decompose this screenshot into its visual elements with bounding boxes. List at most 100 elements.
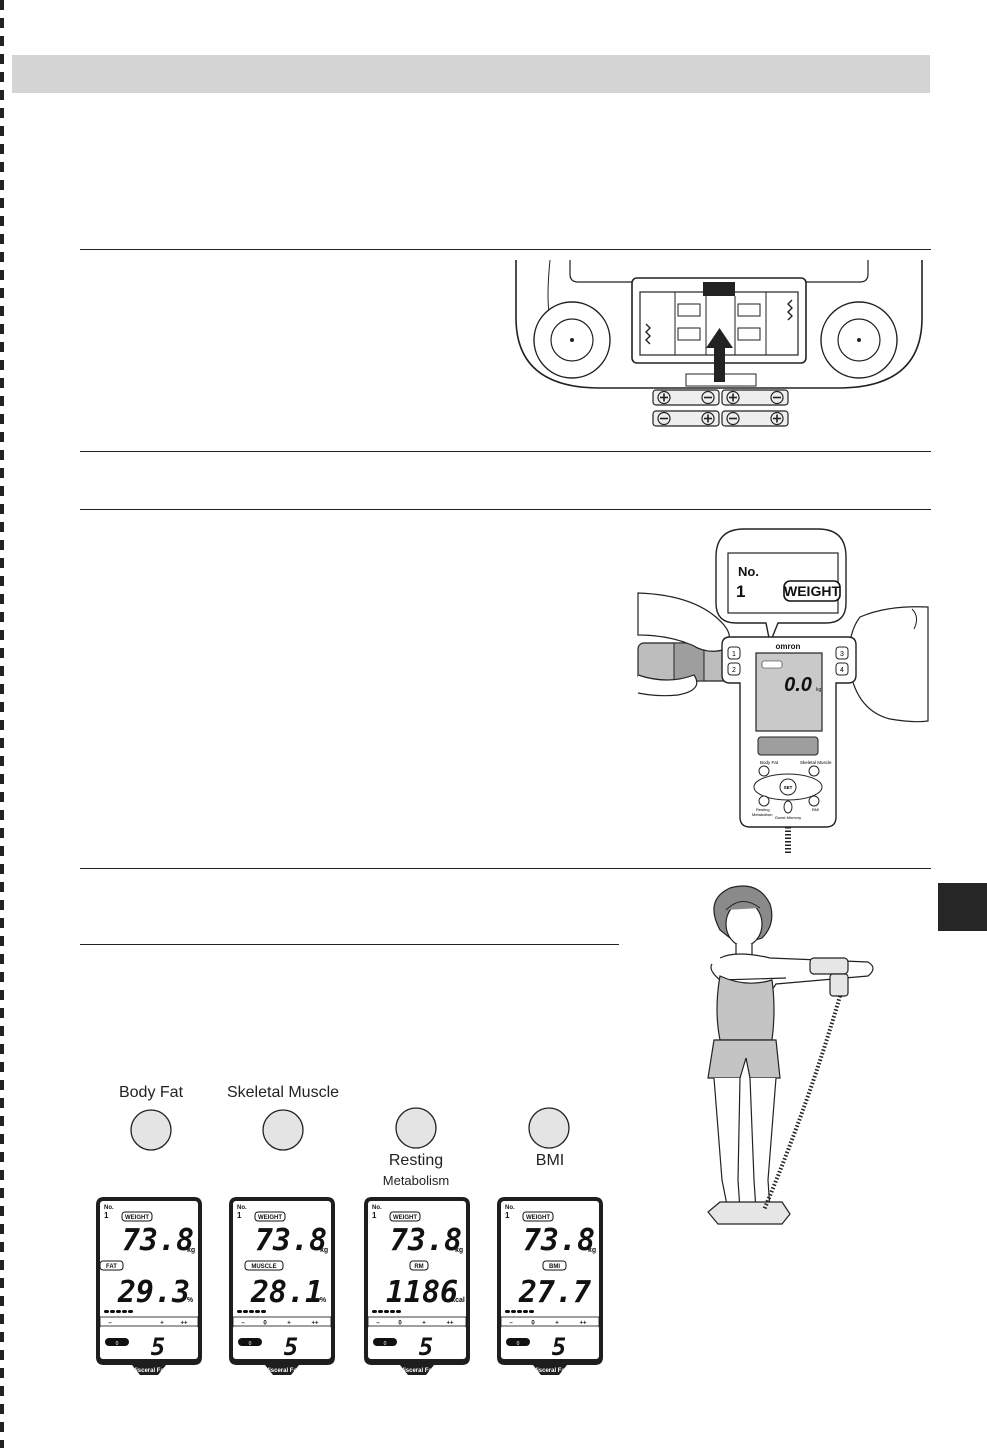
lcd-visceral-value: 5	[151, 1333, 165, 1361]
lcd-pill-value: 0	[384, 1341, 387, 1347]
lcd-badge-weight: WEIGHT	[258, 1215, 282, 1221]
lcd-weight-unit: kg	[588, 1247, 596, 1254]
callout-weight-badge: WEIGHT	[784, 583, 840, 599]
button-label-skeletal-muscle: Skeletal Muscle	[226, 1084, 340, 1101]
chapter-tab	[938, 883, 987, 931]
keypad-guest: Guest Memory	[775, 815, 801, 820]
lcd-secondary-unit: kcal	[451, 1297, 465, 1304]
monitor-unit: kg	[816, 687, 822, 693]
lcd-secondary-value: 29.3	[117, 1275, 190, 1310]
lcd-scale-label: 0	[263, 1321, 267, 1327]
lcd-weight-value: 73.8	[122, 1223, 194, 1258]
page-edge-marks	[0, 0, 4, 1448]
callout-no-value: 1	[736, 582, 745, 601]
lcd-no-label: No.	[237, 1205, 247, 1211]
keypad-body-fat: Body Fat	[760, 760, 779, 765]
user-key-4: 4	[840, 667, 844, 674]
button-label-metabolism: Metabolism	[382, 1173, 450, 1188]
lcd-scale-label: 0	[531, 1321, 535, 1327]
lcd-secondary-value: 28.1	[250, 1275, 323, 1310]
lcd-no-value: 1	[505, 1211, 510, 1220]
lcd-secondary-unit: %	[320, 1297, 327, 1304]
lcd-weight-value: 73.8	[523, 1223, 595, 1258]
lcd-footer-label: Visceral Fat	[400, 1368, 434, 1374]
lcd-no-value: 1	[372, 1211, 377, 1220]
lcd-scale-label: +	[422, 1321, 426, 1327]
bmi-button[interactable]	[528, 1107, 570, 1149]
battery-row-bottom	[652, 410, 789, 427]
keypad-bmi: BMI	[812, 807, 819, 812]
lcd-no-label: No.	[104, 1205, 114, 1211]
divider-2	[80, 451, 931, 452]
lcd-weight-unit: kg	[320, 1247, 328, 1254]
lcd-badge-secondary: BMI	[549, 1264, 560, 1270]
divider-1	[80, 249, 931, 250]
lcd-no-label: No.	[505, 1205, 515, 1211]
lcd-scale-label: ++	[579, 1321, 587, 1327]
divider-3	[80, 509, 931, 510]
right-foot-pad	[820, 301, 898, 379]
lcd-badge-weight: WEIGHT	[526, 1215, 550, 1221]
lcd-weight-unit: kg	[455, 1247, 463, 1254]
lcd-scale-label: –	[241, 1321, 245, 1327]
lcd-scale-label: 0	[398, 1321, 402, 1327]
body-fat-button[interactable]	[130, 1109, 172, 1151]
lcd-badge-secondary: MUSCLE	[251, 1264, 276, 1270]
lcd-badge-weight: WEIGHT	[125, 1215, 149, 1221]
lcd-scale-label: ++	[446, 1321, 454, 1327]
lcd-pill-value: 0	[116, 1341, 119, 1347]
divider-5	[80, 944, 619, 945]
left-foot-pad	[533, 301, 611, 379]
lcd-badge-weight: WEIGHT	[393, 1215, 417, 1221]
lcd-no-label: No.	[372, 1205, 382, 1211]
lcd-scale-label: +	[287, 1321, 291, 1327]
skeletal-muscle-button[interactable]	[262, 1109, 304, 1151]
lcd-scale-label: –	[108, 1321, 112, 1327]
user-key-1: 1	[732, 651, 736, 658]
button-label-bmi: BMI	[535, 1152, 565, 1169]
lcd-badge-secondary: RM	[414, 1264, 423, 1270]
lcd-footer-label: Visceral Fat	[132, 1368, 166, 1374]
lcd-scale-label: +	[555, 1321, 559, 1327]
lcd-scale-label: ++	[180, 1321, 188, 1327]
display-monitor-figure: No. 1 WEIGHT omron 1 2 3 4 0.0 kg Body F…	[637, 528, 929, 855]
button-label-resting: Resting	[388, 1152, 444, 1169]
battery-compartment-figure	[515, 259, 923, 427]
lcd-no-value: 1	[104, 1211, 109, 1220]
monitor-brand: omron	[776, 642, 801, 651]
lcd-no-value: 1	[237, 1211, 242, 1220]
keypad-metabolism: Metabolism	[752, 812, 773, 817]
lcd-scale-label: –	[509, 1321, 513, 1327]
lcd-scale-label: ++	[311, 1321, 319, 1327]
lcd-pill-value: 0	[249, 1341, 252, 1347]
keypad-skeletal-muscle: Skeletal Muscle	[800, 760, 832, 765]
lcd-scale-label: –	[376, 1321, 380, 1327]
lcd-secondary-value: 1186	[386, 1275, 458, 1310]
lcd-badge-secondary: FAT	[106, 1264, 117, 1270]
button-label-body-fat: Body Fat	[118, 1084, 184, 1101]
lcd-weight-value: 73.8	[255, 1223, 327, 1258]
lcd-secondary-value: 27.7	[518, 1275, 591, 1310]
lcd-visceral-value: 5	[552, 1333, 566, 1361]
lcd-footer-label: Visceral Fat	[533, 1368, 567, 1374]
measurement-posture-figure	[707, 885, 874, 1225]
lcd-pill-value: 0	[517, 1341, 520, 1347]
lcd-scale-label: +	[160, 1321, 164, 1327]
lcd-visceral-value: 5	[419, 1333, 433, 1361]
lcd-footer-label: Visceral Fat	[265, 1368, 299, 1374]
keypad-set: SET	[784, 785, 793, 790]
keypad-resting: Resting	[756, 807, 770, 812]
section-header-band	[12, 55, 930, 93]
lcd-weight-value: 73.8	[390, 1223, 462, 1258]
divider-4	[80, 868, 931, 869]
resting-metabolism-button[interactable]	[395, 1107, 437, 1149]
callout-no-label: No.	[738, 564, 759, 579]
user-key-3: 3	[840, 651, 844, 658]
lcd-weight-unit: kg	[187, 1247, 195, 1254]
battery-row-top	[652, 389, 789, 406]
